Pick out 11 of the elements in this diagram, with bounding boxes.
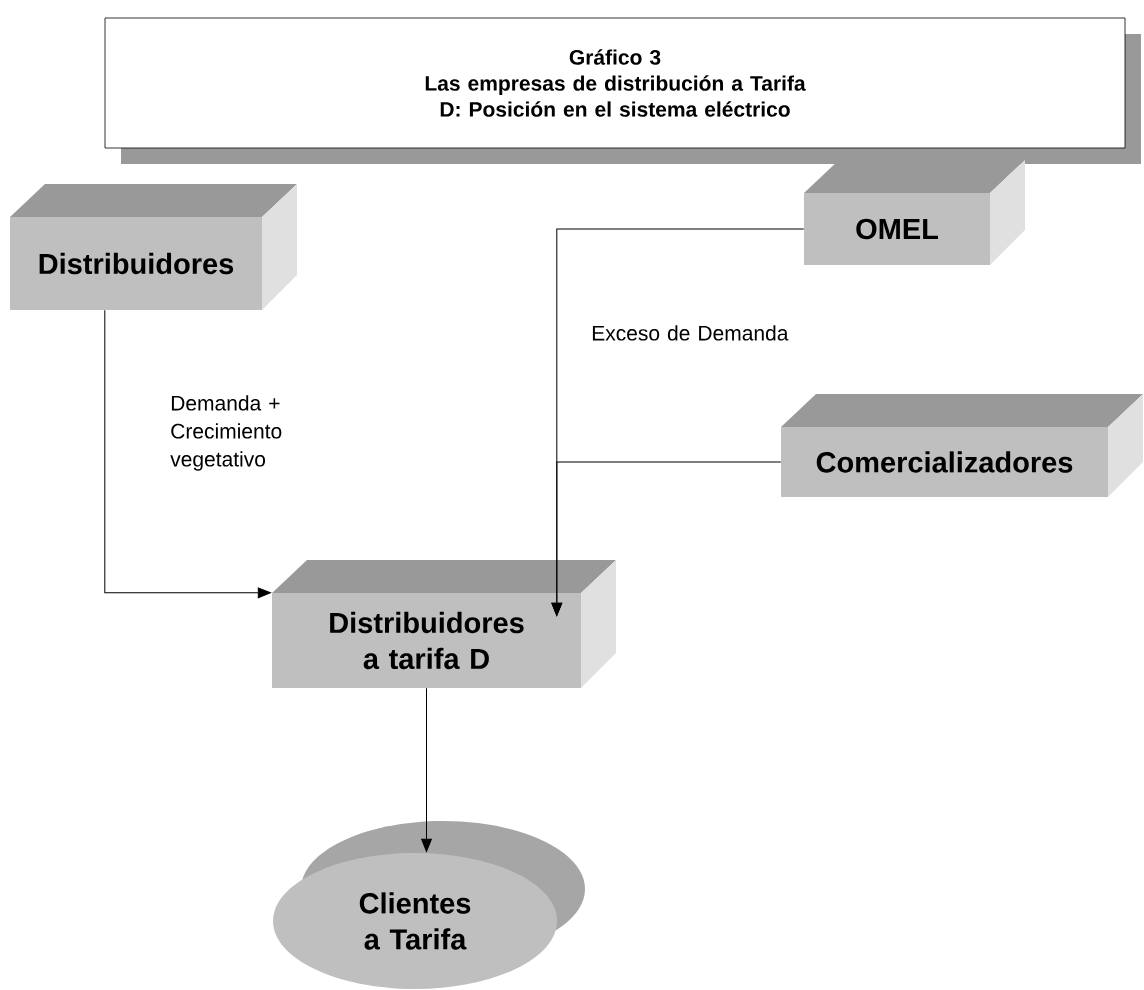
edge-label: Exceso de Demanda [592, 325, 789, 341]
edge-label: Demanda + Crecimiento vegetativo [170, 395, 282, 471]
block-box: Distribuidores a tarifa D [272, 560, 616, 688]
block-box: Comercializadores [781, 394, 1143, 497]
arrow [421, 687, 432, 852]
title-box: Gráfico 3 Las empresas de distribución a Tarifa D: Posición en el sistema eléctrico [104, 17, 1141, 164]
arrow [551, 461, 782, 616]
ellipse-node: Clientes a Tarifa [273, 821, 585, 989]
block-box: OMEL [804, 160, 1025, 265]
arrow [104, 309, 271, 599]
block-box: Distribuidores [10, 184, 297, 310]
